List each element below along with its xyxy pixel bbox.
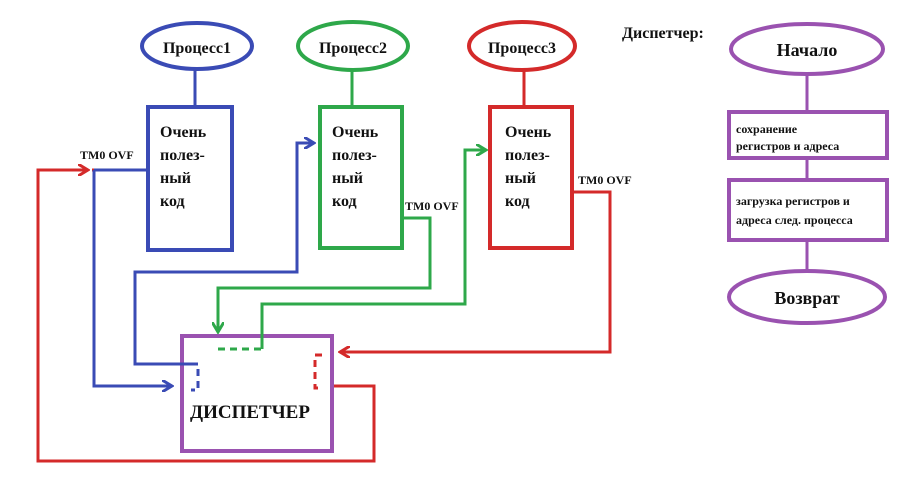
process3-code-line: ный (505, 170, 536, 187)
process1-code-line: полез- (160, 147, 205, 164)
interrupt-label-1: TM0 OVF (80, 148, 134, 162)
process1-code-line: ный (160, 170, 191, 187)
flowchart-step-save-line: сохранение (736, 122, 798, 136)
process3-code-line: код (505, 193, 530, 210)
flowchart-step-load (729, 180, 887, 240)
flowchart-step-load-line: загрузка регистров и (736, 194, 850, 208)
process2: Процесс2 Очень полез- ный код (298, 22, 408, 248)
flowchart-step-save-line: регистров и адреса (736, 139, 839, 153)
dispatcher-flowchart: Диспетчер: Начало сохранение регистров и… (622, 24, 887, 323)
flowchart-end-label: Возврат (774, 288, 840, 308)
interrupt-label-3: TM0 OVF (578, 173, 632, 187)
process2-code-line: ный (332, 170, 363, 187)
process2-label: Процесс2 (319, 40, 387, 57)
dispatcher-label: ДИСПЕТЧЕР (190, 402, 310, 423)
process1-label: Процесс1 (163, 40, 231, 57)
process2-code-line: код (332, 193, 357, 210)
process3-label: Процесс3 (488, 40, 556, 57)
red-arrow-to-dispatcher (340, 192, 610, 352)
dispatcher: ДИСПЕТЧЕР (182, 336, 332, 451)
interrupt-label-2: TM0 OVF (405, 199, 459, 213)
flowchart-title: Диспетчер: (622, 25, 704, 42)
red-port (315, 355, 322, 388)
process3-code-line: Очень (505, 124, 552, 141)
process2-code-line: полез- (332, 147, 377, 164)
green-arrow-to-dispatcher (218, 218, 430, 332)
flowchart-step-load-line: адреса след. процесса (736, 213, 853, 227)
process1: Процесс1 Очень полез- ный код (142, 23, 252, 250)
process1-code-line: код (160, 193, 185, 210)
process2-code-line: Очень (332, 124, 379, 141)
flowchart-start-label: Начало (777, 40, 838, 60)
process1-code-line: Очень (160, 124, 207, 141)
process3-code-line: полез- (505, 147, 550, 164)
blue-port (191, 364, 198, 390)
process3: Процесс3 Очень полез- ный код (469, 22, 575, 248)
dispatcher-box (182, 336, 332, 451)
